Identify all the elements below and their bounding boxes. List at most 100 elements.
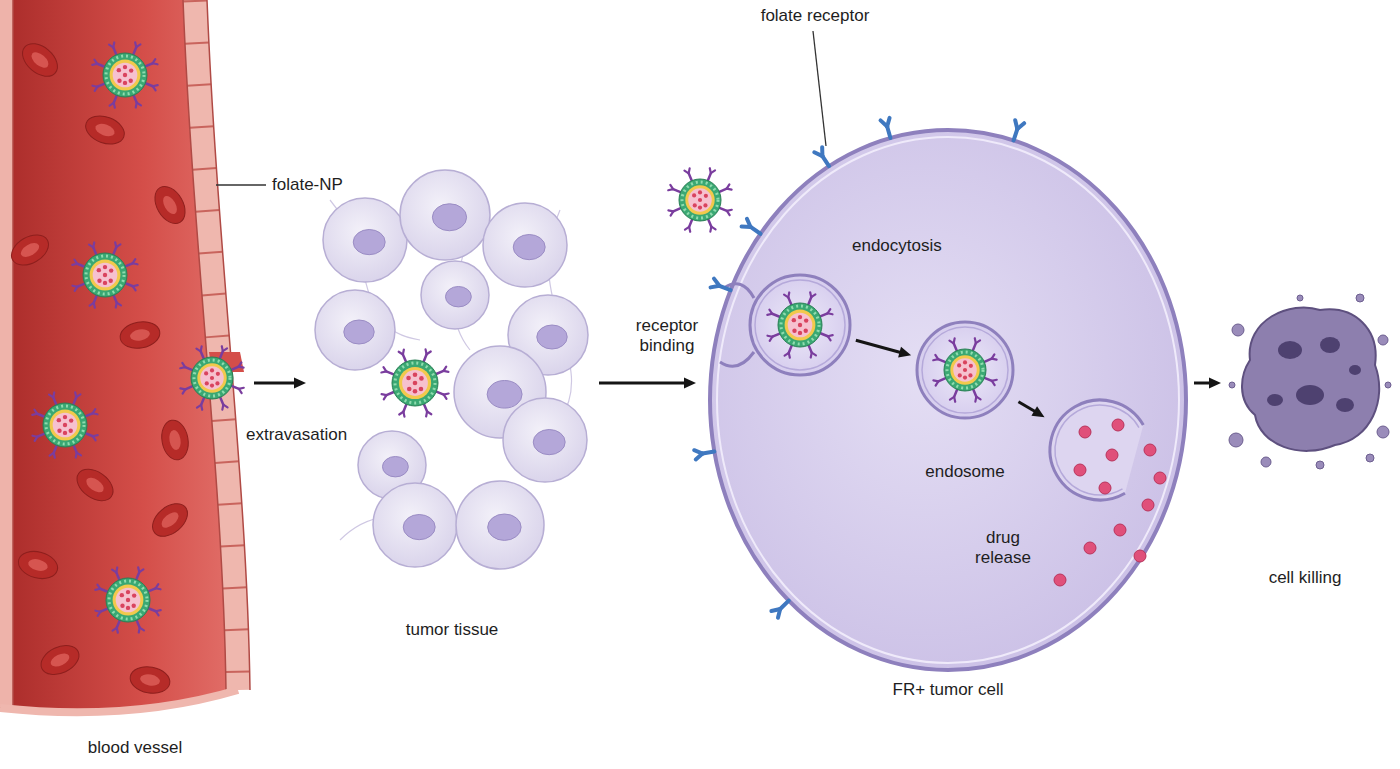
drug-payload xyxy=(69,418,73,422)
red-blood-cell-body xyxy=(82,111,128,149)
arrow-line xyxy=(599,382,686,385)
folate-ligand xyxy=(90,303,94,306)
receptor-stem xyxy=(780,601,789,609)
membrane-invagination xyxy=(724,284,754,298)
receptor-arm xyxy=(881,120,888,126)
folate-ligand xyxy=(201,397,204,404)
folate-ligand xyxy=(153,86,156,90)
vesicle-membrane xyxy=(917,322,1013,418)
folate-ligand xyxy=(148,608,155,611)
folate-ligand xyxy=(427,412,431,415)
folate-ligand xyxy=(425,412,428,417)
drug-payload xyxy=(698,198,702,202)
leader-line xyxy=(813,31,826,146)
folate-ligand xyxy=(933,359,938,360)
red-blood-cell-center xyxy=(49,651,72,669)
nanoparticle-shell xyxy=(392,360,438,406)
folate-ligand xyxy=(671,211,674,215)
receptor-arm xyxy=(742,224,751,228)
folate-receptor xyxy=(711,279,731,291)
text-holder: endocytosis xyxy=(852,236,942,256)
drug-molecule xyxy=(1084,542,1096,554)
folate-receptor xyxy=(1014,120,1025,140)
folate-ligand xyxy=(50,453,54,456)
cell-nucleus xyxy=(353,230,385,255)
receptor-arm xyxy=(714,279,719,286)
drug-molecule xyxy=(1106,449,1118,461)
nanoparticle-layer xyxy=(399,367,431,399)
flow-arrow xyxy=(599,378,696,389)
arrow-head xyxy=(1031,406,1044,417)
drug-payload xyxy=(798,315,802,319)
red-blood-cell-body xyxy=(16,37,63,83)
folate-nanoparticle xyxy=(180,346,244,410)
folate-ligand xyxy=(231,367,238,370)
drug-payload xyxy=(109,268,113,272)
folate-ligand xyxy=(772,314,779,317)
drug-payload xyxy=(117,68,121,72)
tumor-cell: FR+ tumor cellendocytosisendosomedrug re… xyxy=(700,120,1190,680)
debris-fragment xyxy=(1261,457,1271,467)
red-blood-cell-body xyxy=(36,640,83,680)
folate-ligand xyxy=(386,392,393,395)
drug-payload xyxy=(123,73,127,77)
folate-nanoparticle xyxy=(92,42,157,107)
folate-ligand xyxy=(974,397,977,402)
cell-membrane xyxy=(710,130,1186,670)
drug-molecule xyxy=(1074,464,1086,476)
folate-ligand xyxy=(992,380,997,381)
folate-ligand xyxy=(100,589,107,592)
flow-arrow xyxy=(1194,378,1221,389)
drug-payload xyxy=(132,593,136,597)
debris-fragment xyxy=(1229,382,1235,388)
arrow-line xyxy=(1194,382,1211,385)
leader-line xyxy=(216,184,266,185)
cell-nucleus xyxy=(487,381,522,409)
ruptured-endosome: drug release xyxy=(1048,398,1152,502)
folate-ligand xyxy=(136,44,140,47)
folate-ligand xyxy=(75,392,76,397)
text-holder: receptor binding xyxy=(627,316,707,357)
debris-fragment xyxy=(1297,295,1303,301)
folate-ligand xyxy=(828,309,831,313)
vessel-wall-edge xyxy=(207,0,250,690)
vessel-wall-edge xyxy=(12,0,14,707)
drug-payload xyxy=(117,79,121,83)
folate-ligand xyxy=(684,171,688,174)
nanoparticle-shell-beads xyxy=(109,581,147,619)
drug-molecule xyxy=(1112,419,1124,431)
ruptured-endosome xyxy=(1050,400,1143,500)
folate-ligand xyxy=(201,351,204,358)
folate-ligand xyxy=(984,359,991,362)
folate-ligand xyxy=(93,412,98,415)
debris-fragment xyxy=(1232,324,1244,336)
red-blood-cell xyxy=(82,111,128,149)
folate-ligand xyxy=(708,173,711,180)
drug-payload xyxy=(210,383,214,387)
tumor-cell xyxy=(503,398,587,482)
cell-nucleus xyxy=(513,235,545,260)
folate-ligand xyxy=(239,366,244,369)
folate-ligand xyxy=(954,389,957,396)
drug-payload xyxy=(958,373,962,377)
folate-ligand xyxy=(953,338,956,343)
debris-fragment xyxy=(1356,294,1364,302)
membrane-invagination xyxy=(720,352,754,366)
folate-ligand xyxy=(93,409,96,413)
folate-ligand xyxy=(34,410,37,414)
vesicle-membrane-inner xyxy=(755,280,845,370)
drug-payload xyxy=(963,360,967,364)
folate-ligand xyxy=(935,355,938,359)
folate-ligand xyxy=(133,262,138,265)
nanoparticle-shell-beads xyxy=(682,182,718,218)
folate-ligand xyxy=(976,397,980,400)
folate-ligand xyxy=(156,611,159,615)
folate-ligand xyxy=(444,370,449,373)
folate-ligand xyxy=(936,381,939,385)
folate-ligand xyxy=(77,264,84,267)
folate-ligand xyxy=(820,333,827,336)
folate-ligand xyxy=(93,436,96,440)
tumor-cell xyxy=(373,483,457,567)
red-blood-cell-center xyxy=(84,475,107,495)
